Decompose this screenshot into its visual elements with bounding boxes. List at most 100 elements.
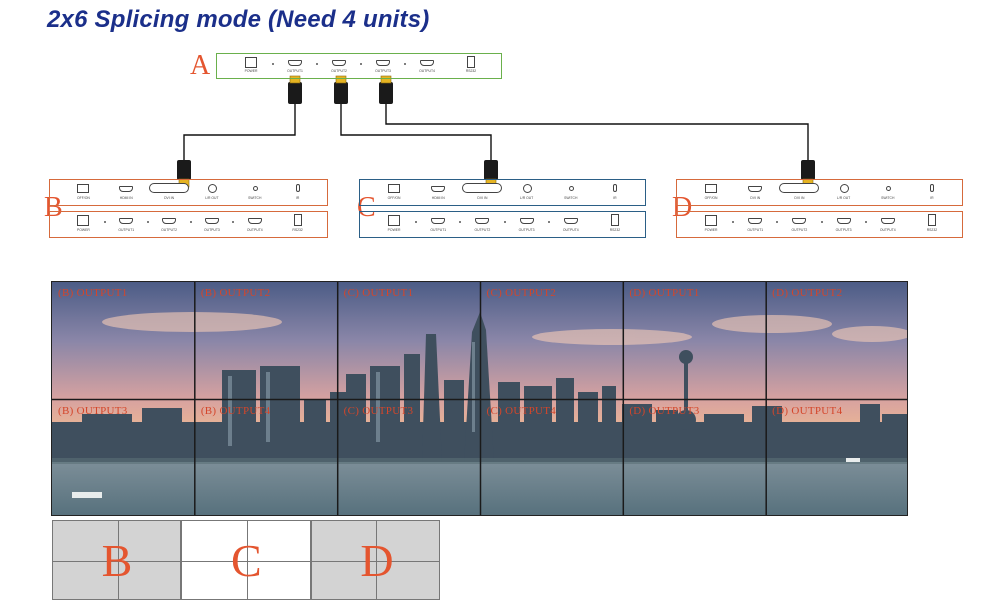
screen-output-label: (B) OUTPUT1	[58, 287, 128, 299]
port-label: OUTPUT4	[562, 228, 579, 232]
port-label: DVI IN	[164, 196, 175, 200]
layout-divider	[117, 521, 119, 599]
audio-out-jack-icon	[522, 184, 532, 193]
layout-divider	[311, 561, 439, 562]
port-label: OUTPUT2	[331, 69, 347, 73]
hdmi-output-port-icon	[475, 218, 490, 224]
port-label: OUTPUT1	[430, 228, 447, 232]
ir-sensor-icon	[295, 184, 300, 192]
port-label: RS232	[926, 228, 938, 232]
indicator-dot	[459, 221, 462, 223]
rs232-port-icon	[610, 214, 619, 226]
hdmi-output-port-icon	[519, 218, 534, 224]
rs232-port-icon	[293, 214, 302, 226]
port-label: OUTPUT3	[203, 228, 220, 232]
power-port-icon	[77, 215, 90, 226]
hdmi-output-port-icon	[792, 218, 807, 224]
indicator-dot	[146, 221, 149, 223]
screen-output-label: (D) OUTPUT2	[772, 287, 843, 299]
indicator-dot	[272, 63, 274, 65]
switch-button-icon	[252, 186, 258, 191]
layout-letter: B	[101, 535, 133, 586]
port-label: OUTPUT4	[879, 228, 896, 232]
hdmi-gold-tip-icon	[289, 75, 301, 84]
power-switch-icon	[77, 184, 90, 193]
hdmi-gold-tip-icon	[335, 75, 347, 84]
screen-output-label: (B) OUTPUT4	[200, 404, 271, 417]
ir-sensor-icon	[929, 184, 934, 192]
switch-button-icon	[568, 186, 574, 191]
rs232-port-icon	[927, 214, 936, 226]
cable-a-to-c	[340, 103, 492, 162]
indicator-dot	[820, 221, 823, 223]
dvi-input-port-icon	[462, 183, 503, 193]
port-label: OUTPUT3	[835, 228, 852, 232]
indicator-dot	[404, 63, 406, 65]
screen-output-label: (D) OUTPUT4	[772, 404, 843, 417]
port-label: OUTPUT2	[161, 228, 177, 232]
port-label: OUTPUT3	[518, 228, 535, 232]
port-label: DVI IN	[794, 196, 805, 200]
unit-b-letter: B	[44, 192, 63, 223]
port-label: POWER	[387, 228, 401, 232]
hdmi-input-port-icon	[748, 186, 763, 192]
layout-divider	[53, 561, 181, 562]
hdmi-output-port-icon	[563, 218, 578, 224]
indicator-dot	[189, 221, 192, 223]
screen-output-label: (C) OUTPUT2	[486, 287, 557, 299]
indicator-dot	[316, 63, 318, 65]
hdmi-output-port-icon	[204, 218, 219, 224]
port-label: OUTPUT4	[419, 69, 435, 73]
video-wall: (B) OUTPUT1 (B) OUTPUT2 (C) OUTPUT1 (C) OUT…	[51, 281, 908, 516]
hdmi-plug-icon	[288, 82, 302, 104]
layout-cell-b: B	[52, 520, 182, 600]
hdmi-output-port-icon	[748, 218, 763, 224]
hdmi-plug-icon	[484, 160, 498, 180]
indicator-dot	[232, 221, 235, 223]
screen-output-label: (C) OUTPUT3	[343, 404, 414, 417]
port-label: DVI IN	[477, 196, 488, 200]
port-label: RS232	[465, 69, 477, 73]
port-label: DVI IN	[750, 196, 761, 200]
screen-output-label: (D) OUTPUT3	[629, 404, 700, 417]
port-label: RS232	[292, 228, 303, 232]
port-label: OUTPUT2	[791, 228, 808, 232]
port-label: POWER	[244, 69, 258, 73]
power-switch-icon	[388, 184, 401, 193]
port-label: SWITCH	[564, 196, 578, 200]
power-port-icon	[388, 215, 401, 226]
indicator-dot	[864, 221, 867, 223]
cable-a-to-b	[183, 103, 296, 162]
dvi-input-port-icon	[149, 183, 190, 193]
indicator-dot	[732, 221, 735, 223]
port-label: IR	[295, 196, 300, 200]
screen-output-label: (D) OUTPUT1	[629, 287, 700, 299]
port-label: IR	[613, 196, 617, 200]
port-label: L/R OUT	[519, 196, 534, 200]
power-port-icon	[245, 57, 257, 68]
screen-output-label: (B) OUTPUT2	[200, 287, 271, 299]
hdmi-gold-tip-icon	[380, 75, 392, 84]
dvi-input-port-icon	[779, 183, 820, 193]
layout-letter: C	[230, 535, 262, 586]
port-label: HDMI IN	[431, 196, 445, 200]
port-label: SWITCH	[881, 196, 895, 200]
screen-output-label: (C) OUTPUT1	[343, 287, 414, 299]
hdmi-plug-icon	[334, 82, 348, 104]
hdmi-output-port-icon	[247, 218, 262, 224]
power-port-icon	[705, 215, 718, 226]
screen-output-label: (C) OUTPUT4	[486, 404, 557, 417]
port-label: HDMI IN	[119, 196, 133, 200]
hdmi-plug-icon	[379, 82, 393, 104]
ir-sensor-icon	[612, 184, 617, 192]
port-label: OUTPUT3	[375, 69, 391, 73]
port-label: POWER	[77, 228, 90, 232]
wall-grid	[52, 282, 907, 515]
layout-cell-c: C	[181, 520, 311, 600]
layout-divider	[376, 521, 378, 599]
